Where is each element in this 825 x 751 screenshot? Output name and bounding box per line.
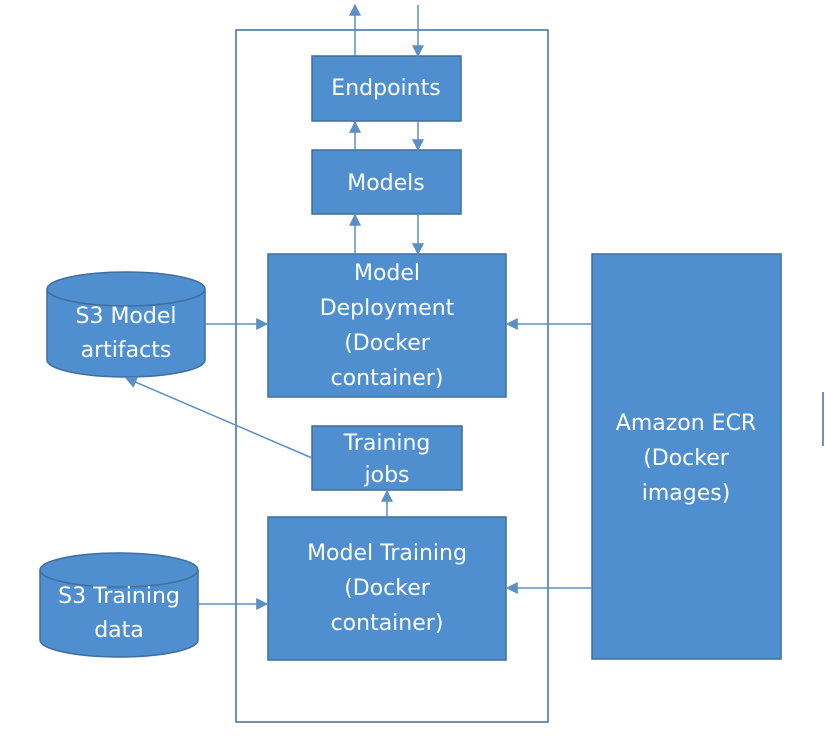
model-deployment-label-1: Model: [354, 261, 420, 286]
model-training-label-2: (Docker: [344, 576, 431, 601]
s3-training-data-label-2: data: [94, 618, 144, 643]
arrows: [124, 3, 592, 610]
s3-training-data-node: S3 Training data: [39, 552, 199, 658]
endpoints-label: Endpoints: [331, 76, 440, 101]
amazon-ecr-node: Amazon ECR (Docker images): [591, 253, 782, 660]
model-training-label-1: Model Training: [307, 541, 467, 566]
s3-model-artifacts-label-2: artifacts: [81, 338, 172, 363]
model-deployment-label-2: Deployment: [320, 296, 455, 321]
model-training-label-3: container): [331, 611, 444, 636]
s3-model-artifacts-node: S3 Model artifacts: [46, 271, 206, 378]
models-node: Models: [311, 149, 462, 215]
amazon-ecr-label-1: Amazon ECR: [616, 411, 756, 436]
amazon-ecr-label-2: (Docker: [643, 446, 730, 471]
model-deployment-label-4: container): [331, 366, 444, 391]
training-jobs-node: Training jobs: [311, 425, 463, 491]
s3-training-data-label-1: S3 Training: [58, 584, 180, 609]
training-jobs-label-1: Training: [343, 431, 431, 456]
training-jobs-label-2: jobs: [364, 463, 410, 488]
model-training-node: Model Training (Docker container): [267, 516, 507, 661]
model-deployment-node: Model Deployment (Docker container): [267, 253, 507, 398]
s3-model-artifacts-label-1: S3 Model: [75, 304, 176, 329]
model-deployment-label-3: (Docker: [344, 331, 431, 356]
amazon-ecr-label-3: images): [642, 481, 731, 506]
platform-container: [235, 29, 549, 723]
endpoints-node: Endpoints: [311, 55, 462, 122]
models-label: Models: [347, 171, 425, 196]
arrow-training-jobs-to-s3-artifacts: [124, 376, 313, 459]
